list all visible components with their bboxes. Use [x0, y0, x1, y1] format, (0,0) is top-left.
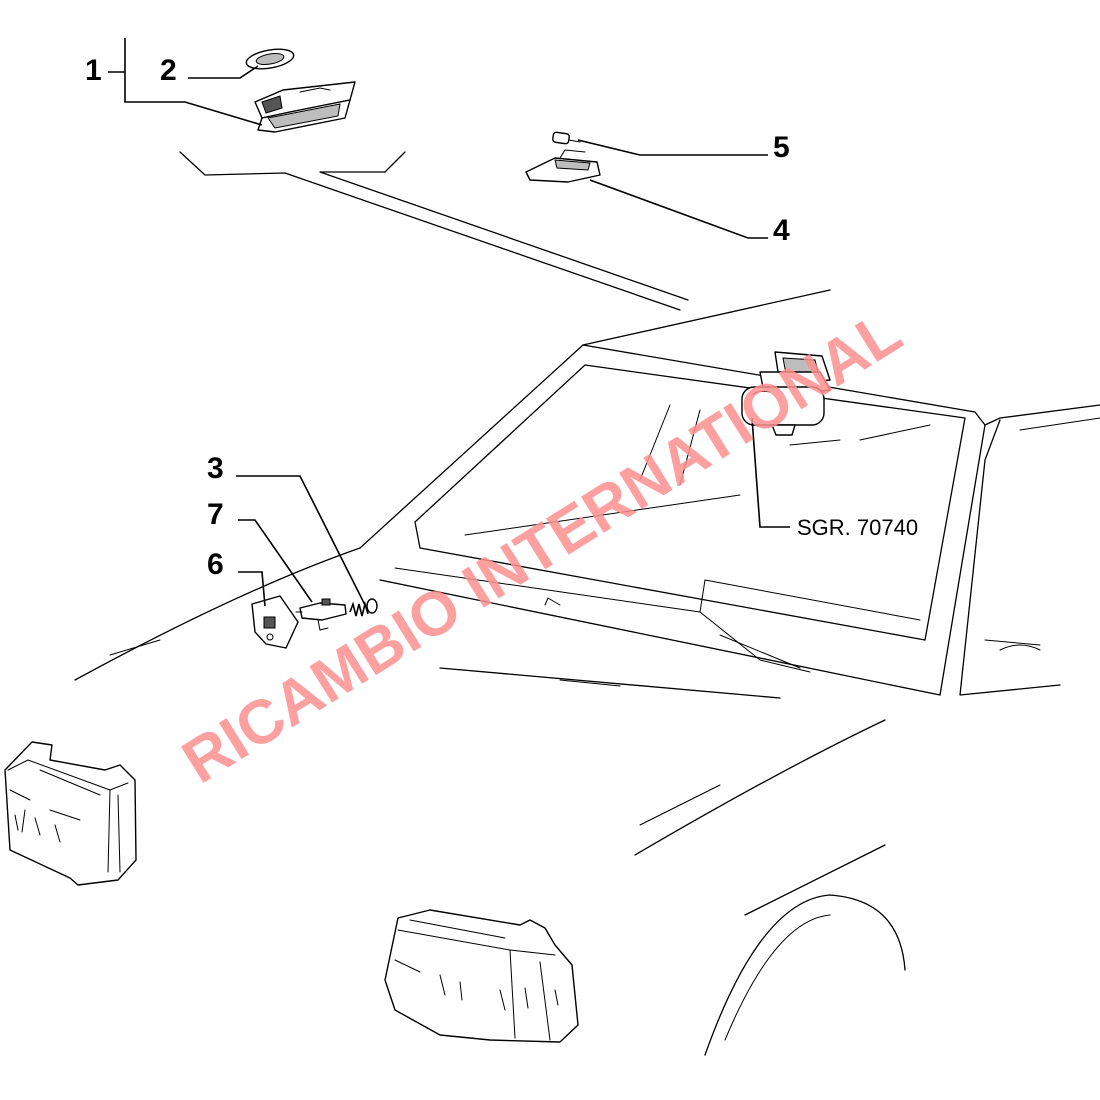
left-headlamp [4, 741, 137, 886]
callout-1: 1 [85, 54, 102, 87]
wedge-bulb [552, 131, 581, 145]
callout-2: 2 [160, 54, 177, 87]
callout-6: 6 [207, 548, 224, 581]
festoon-bulb [245, 48, 295, 70]
door-switch-bracket [251, 595, 299, 649]
reference-label: SGR. 70740 [797, 515, 918, 540]
watermark-text: RICAMBIO INTERNATIONAL [171, 297, 913, 797]
exploded-view-bracket [179, 151, 681, 311]
right-headlamp [384, 909, 579, 1043]
callout-4: 4 [773, 214, 790, 247]
door-switch [295, 598, 347, 631]
exploded-view-bracket-right [319, 151, 689, 301]
callout-7: 7 [207, 498, 224, 531]
callout-3: 3 [207, 452, 224, 485]
map-light-housing [525, 149, 601, 183]
callout-5: 5 [773, 131, 790, 164]
leader-lines [108, 38, 790, 607]
rear-view-mirror-unit [741, 351, 831, 436]
courtesy-light-assembly [254, 81, 356, 133]
car-outline [74, 289, 1100, 1056]
